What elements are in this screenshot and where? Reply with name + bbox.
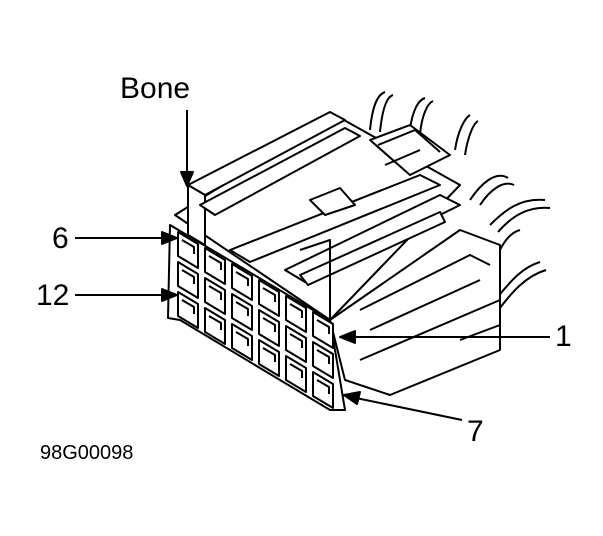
cavity-latch [316, 319, 330, 334]
cavity-latch [235, 271, 249, 286]
pin7-arrow [355, 397, 463, 421]
pin1-arrowhead [339, 330, 356, 344]
pin-12-label: 12 [36, 279, 70, 312]
pin-1-label: 1 [555, 320, 572, 353]
arrows [75, 110, 550, 421]
cavity-latch [262, 317, 276, 332]
cavity-latch [262, 287, 276, 302]
cavity-latch [208, 315, 222, 330]
cavity-latch [316, 379, 330, 394]
cavity-latch [181, 239, 195, 254]
cavity-latch [208, 255, 222, 270]
bone-label: Bone [120, 72, 191, 105]
pin-7-label: 7 [467, 415, 484, 448]
pin-6-label: 6 [52, 222, 69, 255]
connector-body [167, 111, 501, 411]
bone-arrowhead [180, 171, 194, 187]
cavity-latch [289, 333, 303, 348]
cavity-latch [181, 269, 195, 284]
figure-code: 98G00098 [40, 442, 134, 464]
cavity-latch [262, 347, 276, 362]
cavity-latch [316, 349, 330, 364]
cavity-latch [181, 299, 195, 314]
cavity-latch [208, 285, 222, 300]
cavity-latch [235, 331, 249, 346]
cavity-latch [289, 303, 303, 318]
pin12-arrowhead [161, 288, 178, 302]
cavity-latch [235, 301, 249, 316]
cavity-latch [289, 363, 303, 378]
pin6-arrowhead [161, 231, 178, 245]
pin7-arrowhead [343, 391, 361, 405]
cavity-grid [177, 231, 334, 409]
